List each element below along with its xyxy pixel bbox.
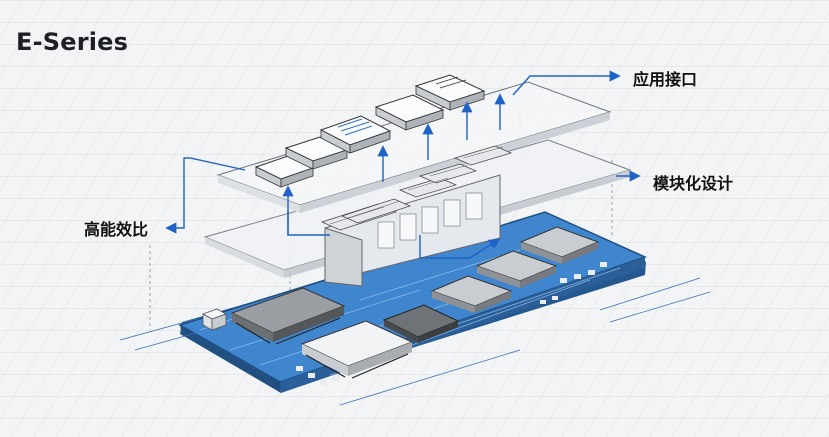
callout-leaders [165,70,641,234]
callout-modular-design: 模块化设计 [653,174,734,193]
memory-chip [430,275,513,313]
processor-chip-dark [230,287,346,345]
module-card [319,115,392,154]
memory-chip [519,226,600,264]
connection-arrows [282,93,506,259]
controller-chip [382,304,460,343]
processor-chip-light [300,320,414,379]
callout-app-interface: 应用接口 [633,70,698,89]
module-card [414,74,486,111]
module-card [374,94,445,131]
memory-chip [475,250,558,288]
small-component [202,308,227,331]
diagram-title: E-Series [16,28,129,56]
callout-high-efficiency: 高能效比 [84,220,149,239]
interface-layer [216,81,612,231]
connector-block [324,174,501,287]
pcb-board [178,211,648,393]
dimension-marks [119,277,711,406]
